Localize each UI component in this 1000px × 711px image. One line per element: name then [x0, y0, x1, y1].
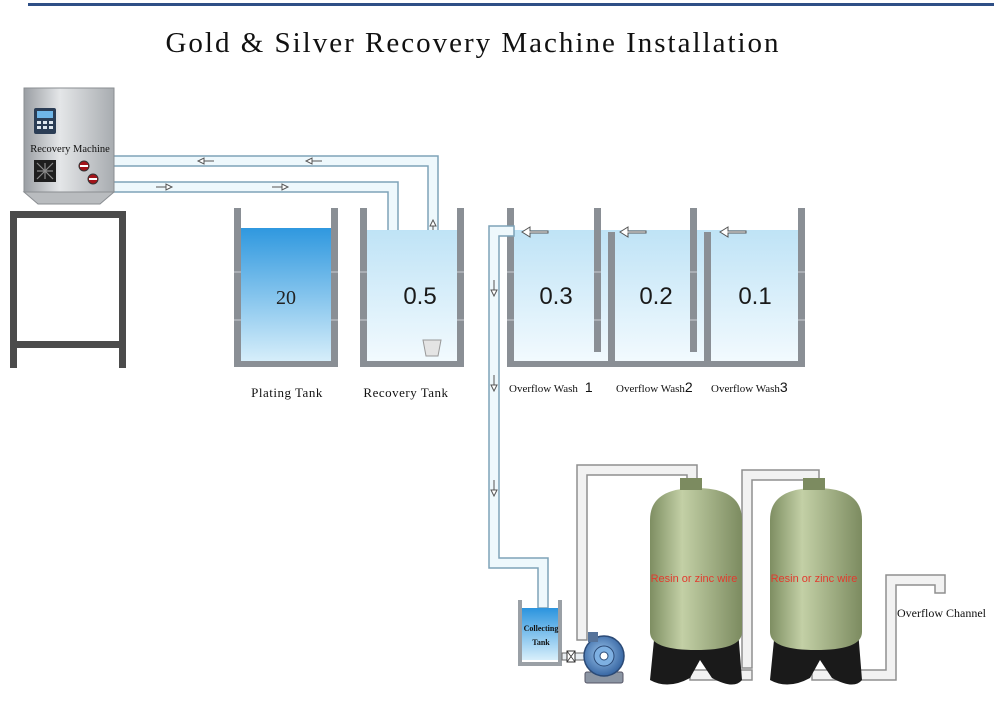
arrow-left-icon [196, 157, 214, 165]
arrow-up-icon [429, 218, 437, 236]
overflow-channel-label: Overflow Channel [897, 606, 987, 620]
top-rule [28, 3, 994, 6]
collecting-tank-label-1: Collecting [524, 624, 559, 633]
wash3-value: 0.1 [738, 283, 771, 310]
fan-icon [34, 160, 56, 182]
column-1-label: Resin or zinc wire [651, 573, 738, 585]
flow-arrows-down [490, 280, 498, 498]
recovery-tank [360, 208, 464, 367]
machine-stand [10, 211, 126, 368]
arrow-down-icon [490, 280, 498, 298]
plating-tank-value: 20 [276, 287, 296, 309]
pipe-down [488, 225, 549, 609]
arrow-right-icon [272, 183, 290, 191]
arrow-left-icon [521, 226, 549, 238]
recovery-tank-value: 0.5 [403, 283, 436, 310]
arrow-left-icon [719, 226, 747, 238]
arrow-left-icon [304, 157, 322, 165]
filter-column-1 [650, 478, 742, 685]
pipe-pump-columns [576, 464, 946, 681]
arrow-left-icon [619, 226, 647, 238]
wash1-value: 0.3 [539, 283, 572, 310]
pump-icon [583, 632, 625, 684]
plating-tank-label: Plating Tank [251, 385, 323, 400]
arrow-right-icon [156, 183, 174, 191]
column-2-label: Resin or zinc wire [771, 573, 858, 585]
suction-cup-icon [422, 339, 442, 357]
diagram-title: Gold & Silver Recovery Machine Installat… [165, 27, 780, 59]
collecting-tank-label-2: Tank [532, 638, 550, 647]
wash3-label: Overflow Wash3 [711, 379, 788, 395]
wash2-value: 0.2 [639, 283, 672, 310]
collecting-tank [518, 600, 562, 666]
arrow-down-icon [490, 480, 498, 498]
flow-arrows-top [156, 157, 437, 236]
wash2-label: Overflow Wash2 [616, 379, 693, 395]
arrow-down-icon [490, 375, 498, 393]
machine-label: Recovery Machine [30, 144, 110, 155]
filter-column-2 [770, 478, 862, 685]
plating-tank [234, 208, 338, 367]
pipe-supply [111, 181, 399, 233]
overflow-wash-tanks [507, 208, 805, 367]
recovery-tank-label: Recovery Tank [363, 385, 448, 400]
recovery-machine: Recovery Machine [22, 87, 116, 205]
